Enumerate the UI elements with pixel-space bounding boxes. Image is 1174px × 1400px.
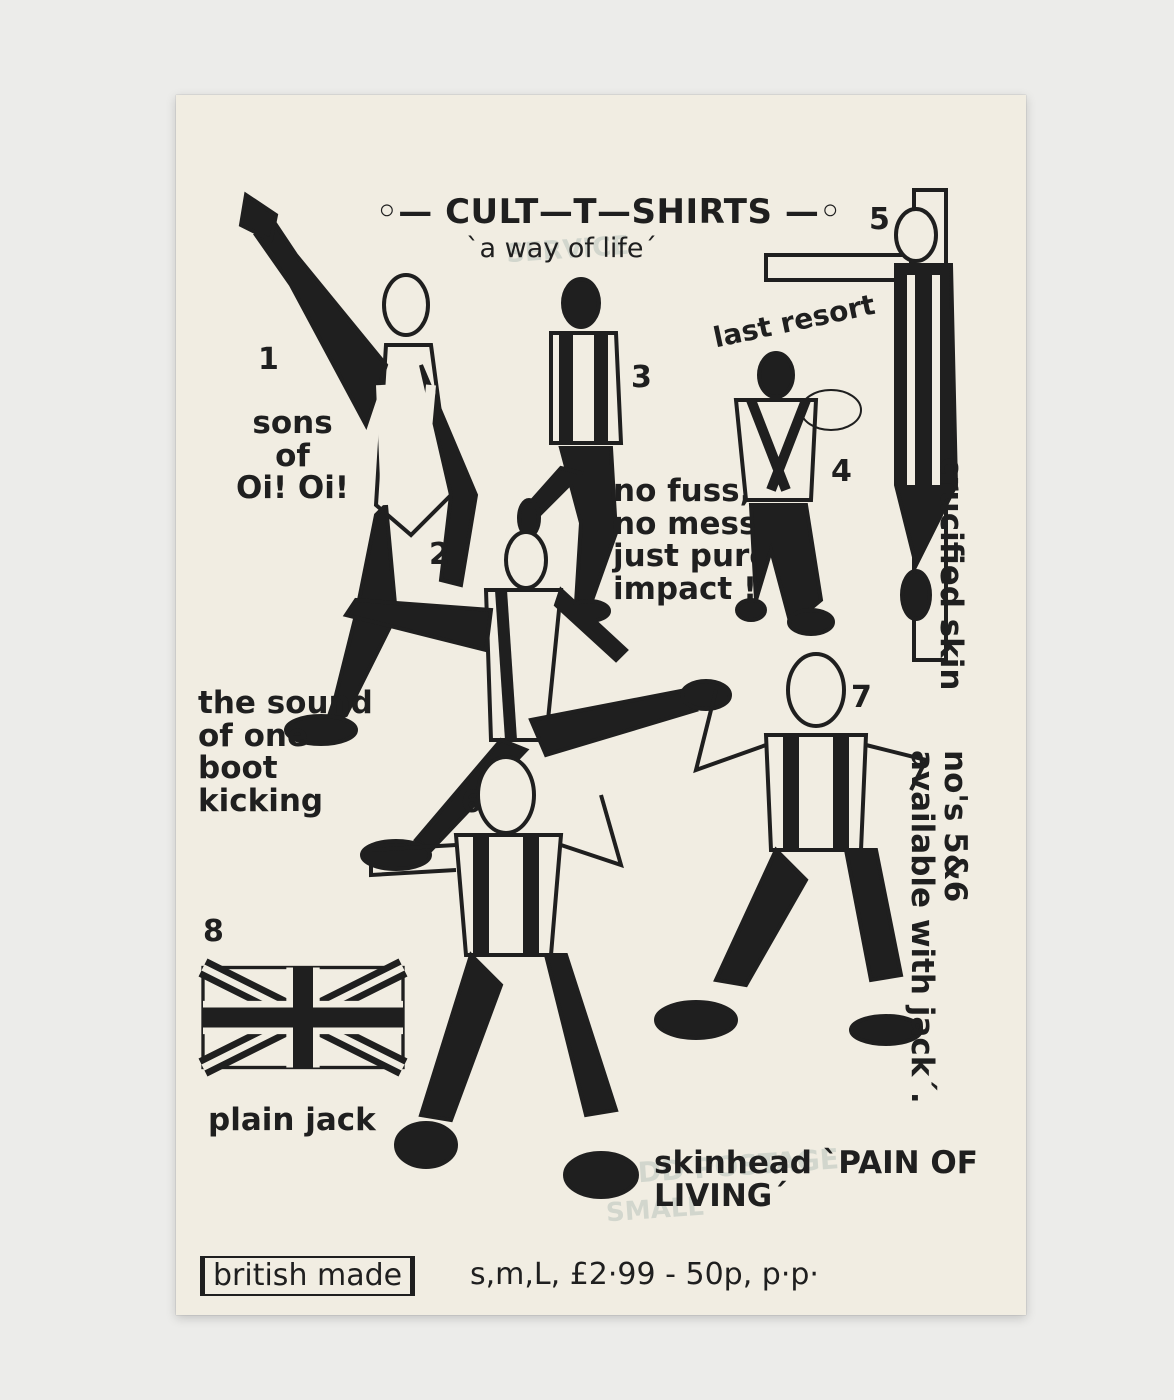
figure-4-illustration [733, 351, 862, 636]
figure-3-illustration [517, 277, 624, 623]
union-jack-flag [198, 958, 408, 1077]
page-subtitle: `a way of life´ [466, 233, 658, 264]
title-dash-left: ◦— [376, 192, 433, 232]
item-caption-8: plain jack [208, 1102, 376, 1138]
item-number-7: 7 [851, 680, 872, 715]
figure-5-illustration [764, 188, 959, 662]
figure-1-illustration [238, 191, 479, 746]
figure-6-illustration [369, 755, 639, 1199]
flyer-sheet: SERVICE ADD POSTAGE SMALL ◦— CULT—T—SHIR… [176, 95, 1026, 1315]
title-dash-right: —◦ [784, 192, 842, 232]
item-caption-3: no fuss, no mess, just pure impact ! [613, 473, 771, 607]
item-caption-1: sons of Oi! Oi! [236, 405, 350, 507]
item-number-3: 3 [631, 360, 652, 395]
item-caption-7: skinhead `PAIN OF LIVING´ [654, 1145, 978, 1214]
title-text: CULT—T—SHIRTS [445, 192, 773, 232]
item-number-4: 4 [831, 454, 852, 489]
item-number-1: 1 [258, 342, 279, 377]
item-number-6: 6 [461, 785, 482, 820]
availability-note: no's 5&6 available with jack´. [904, 750, 973, 1104]
item-number-2: 2 [429, 537, 450, 572]
page-title: ◦— CULT—T—SHIRTS —◦ [376, 195, 842, 229]
british-made-box: british made [200, 1256, 416, 1296]
figure-7-illustration [654, 652, 929, 1046]
item-caption-2: the sound of one boot kicking [198, 685, 373, 819]
item-number-8: 8 [203, 914, 224, 949]
price-and-sizes: s,m,L, £2·99 - 50p, p·p· [470, 1257, 819, 1292]
british-made-label: british made [213, 1258, 403, 1293]
item-number-5: 5 [869, 202, 890, 237]
